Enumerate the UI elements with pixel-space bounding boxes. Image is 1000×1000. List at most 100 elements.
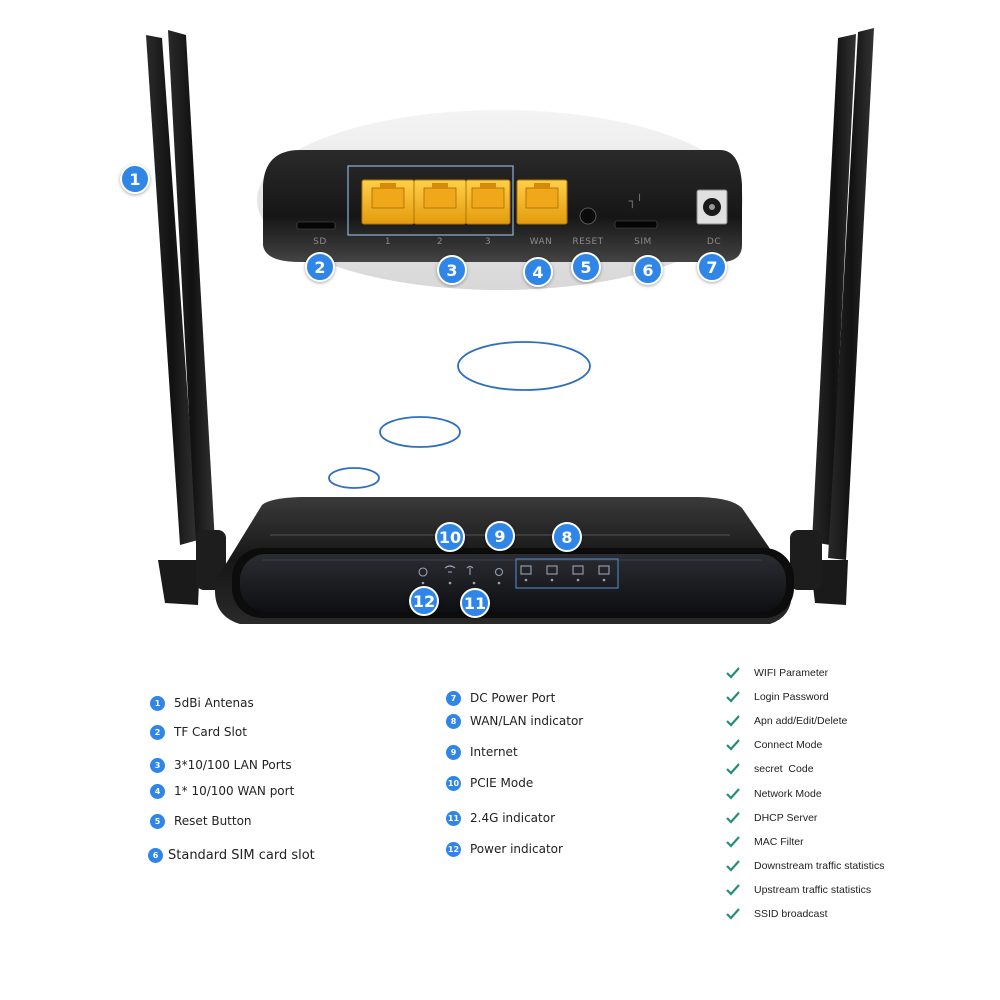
- bubble-small: [328, 467, 380, 489]
- legend-label: Standard SIM card slot: [168, 847, 315, 863]
- feature-item: Login Password: [726, 688, 829, 706]
- port-label-sd: SD: [313, 237, 327, 247]
- legend-number: 3: [150, 757, 165, 773]
- check-icon: [726, 691, 740, 703]
- legend-item-reset: 5 Reset Button: [150, 811, 252, 831]
- feature-label: Connect Mode: [754, 739, 823, 751]
- right-antennas: [790, 28, 874, 605]
- callout-5: 5: [571, 252, 601, 282]
- legend-label: PCIE Mode: [470, 776, 534, 790]
- legend-number: 5: [150, 813, 165, 829]
- callout-1: 1: [120, 164, 150, 194]
- legend-number: 7: [446, 690, 461, 706]
- left-antennas: [146, 30, 226, 605]
- router-body: [215, 497, 794, 624]
- check-icon: [726, 667, 740, 679]
- legend-item-internet: 9 Internet: [446, 742, 518, 762]
- feature-item: Connect Mode: [726, 736, 822, 754]
- legend-item-dc-power: 7 DC Power Port: [446, 688, 555, 708]
- feature-item: DHCP Server: [726, 809, 817, 827]
- port-label-lan1: 1: [384, 237, 392, 247]
- legend-item-sim: 6 Standard SIM card slot: [148, 845, 315, 865]
- legend-label: WAN/LAN indicator: [470, 714, 584, 728]
- feature-label: WIFI Parameter: [754, 667, 829, 679]
- port-label-wan: WAN: [529, 237, 553, 247]
- legend-label: 5dBi Antenas: [174, 696, 254, 710]
- bubble-medium: [379, 416, 461, 448]
- router-illustration: ┐╵: [146, 28, 874, 624]
- legend-number: 2: [150, 724, 165, 740]
- feature-item: Upstream traffic statistics: [726, 881, 871, 899]
- callout-11: 11: [460, 588, 490, 618]
- feature-item: Downstream traffic statistics: [726, 857, 885, 875]
- callout-10: 10: [435, 522, 465, 552]
- check-icon: [726, 788, 740, 800]
- feature-label: DHCP Server: [754, 812, 818, 824]
- callout-9: 9: [485, 521, 515, 551]
- feature-label: SSID broadcast: [754, 908, 828, 920]
- check-icon: [726, 908, 740, 920]
- legend-number: 8: [446, 713, 461, 729]
- legend-label: 2.4G indicator: [470, 811, 556, 825]
- check-icon: [726, 812, 740, 824]
- feature-item: MAC Filter: [726, 833, 804, 851]
- check-icon: [726, 860, 740, 872]
- feature-label: Login Password: [754, 691, 829, 703]
- port-label-dc: DC: [706, 237, 722, 247]
- legend-item-wan-port: 4 1* 10/100 WAN port: [150, 781, 294, 801]
- lan-port-3: [465, 179, 511, 225]
- legend-number: 12: [446, 841, 461, 857]
- port-label-lan3: 3: [484, 237, 492, 247]
- legend-label: Power indicator: [470, 842, 563, 856]
- svg-text:┐╵: ┐╵: [628, 193, 643, 208]
- feature-label: MAC Filter: [754, 836, 804, 848]
- port-label-sim: SIM: [634, 237, 652, 247]
- check-icon: [726, 715, 740, 727]
- legend-item-24g: 11 2.4G indicator: [446, 808, 555, 828]
- feature-item: SSID broadcast: [726, 905, 828, 923]
- check-icon: [726, 884, 740, 896]
- legend-item-wan-lan-indicator: 8 WAN/LAN indicator: [446, 711, 583, 731]
- legend-number: 6: [148, 847, 163, 863]
- port-label-reset: RESET: [572, 237, 604, 247]
- legend-item-lan-ports: 3 3*10/100 LAN Ports: [150, 755, 292, 775]
- legend-item-tf-card: 2 TF Card Slot: [150, 722, 247, 742]
- callout-3: 3: [437, 255, 467, 285]
- callout-7: 7: [697, 252, 727, 282]
- legend-number: 9: [446, 744, 461, 760]
- feature-label: Apn add/Edit/Delete: [754, 715, 848, 727]
- rear-panel-closeup: ┐╵: [257, 110, 743, 290]
- feature-label: secret Code: [754, 763, 814, 775]
- callout-8: 8: [552, 522, 582, 552]
- callout-12: 12: [409, 586, 439, 616]
- feature-item: Network Mode: [726, 785, 822, 803]
- lan-port-2: [413, 179, 467, 225]
- feature-item: WIFI Parameter: [726, 664, 828, 682]
- port-label-lan2: 2: [436, 237, 444, 247]
- legend-label: Internet: [470, 745, 518, 759]
- legend-label: Reset Button: [174, 814, 252, 828]
- legend-number: 10: [446, 775, 461, 791]
- feature-item: secret Code: [726, 760, 814, 778]
- check-icon: [726, 836, 740, 848]
- legend-item-power: 12 Power indicator: [446, 839, 563, 859]
- legend-number: 4: [150, 783, 165, 799]
- lan-port-1: [361, 179, 415, 225]
- wan-port: [516, 179, 568, 225]
- feature-label: Network Mode: [754, 788, 822, 800]
- callout-2: 2: [305, 252, 335, 282]
- legend-label: 3*10/100 LAN Ports: [174, 758, 292, 772]
- callout-6: 6: [633, 255, 663, 285]
- bubble-large: [457, 341, 591, 391]
- legend-number: 1: [150, 695, 165, 711]
- feature-label: Upstream traffic statistics: [754, 884, 872, 896]
- legend-label: DC Power Port: [470, 691, 556, 705]
- feature-label: Downstream traffic statistics: [754, 860, 885, 872]
- feature-item: Apn add/Edit/Delete: [726, 712, 847, 730]
- legend-number: 11: [446, 810, 461, 826]
- check-icon: [726, 739, 740, 751]
- legend-label: 1* 10/100 WAN port: [174, 784, 295, 798]
- check-icon: [726, 763, 740, 775]
- legend-item-antennas: 1 5dBi Antenas: [150, 693, 254, 713]
